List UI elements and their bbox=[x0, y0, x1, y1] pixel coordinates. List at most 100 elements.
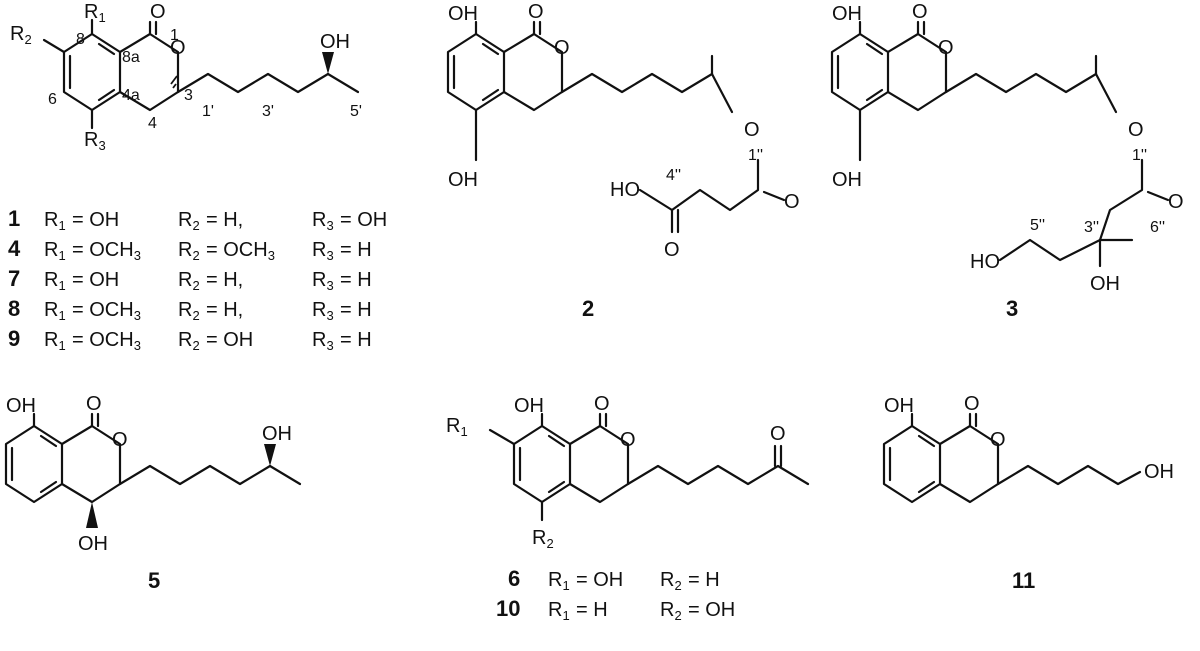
atom-r2: R2 bbox=[532, 527, 554, 551]
atom-oh: OH bbox=[448, 3, 478, 25]
structure-3: OH O O OH O O OH HO 1'' 3'' 5'' 6'' 3 bbox=[830, 1, 1184, 321]
table-row-r2-value: = OCH3 bbox=[206, 239, 275, 263]
atom-o: O bbox=[554, 37, 570, 59]
table-row-r1-value: = OH bbox=[72, 209, 119, 231]
locant-4: 4 bbox=[148, 115, 157, 132]
atom-o: O bbox=[990, 429, 1006, 451]
compound-number-4: 4 bbox=[8, 236, 21, 261]
table-row-r2-value: = OH bbox=[688, 599, 735, 621]
atom-oh: OH bbox=[6, 395, 36, 417]
compound-number-1: 1 bbox=[8, 206, 20, 231]
locant-4a: 4a bbox=[122, 87, 140, 104]
table-row-r2: R2 bbox=[660, 569, 682, 593]
table-row-r2: R2 bbox=[178, 209, 200, 233]
table-row-r3-value: = H bbox=[340, 299, 372, 321]
compound-number-6: 6 bbox=[508, 566, 520, 591]
locant-8: 8 bbox=[76, 31, 85, 48]
locant-6pp: 6'' bbox=[1150, 219, 1165, 236]
locant-1pp: 1'' bbox=[1132, 147, 1147, 164]
locant-3: 3 bbox=[184, 87, 193, 104]
table-row-r3-value: = H bbox=[340, 329, 372, 351]
compound-number-8: 8 bbox=[8, 296, 20, 321]
compound-number-5: 5 bbox=[148, 568, 160, 593]
locant-1p: 1' bbox=[202, 103, 214, 120]
atom-o: O bbox=[1168, 191, 1184, 213]
table-row-r2-value: = H, bbox=[206, 269, 243, 291]
compound-number-11: 11 bbox=[1012, 568, 1035, 593]
locant-4pp: 4'' bbox=[666, 167, 681, 184]
table-row-r3-value: = H bbox=[340, 239, 372, 261]
atom-r1: R1 bbox=[84, 1, 106, 25]
table-row-r3: R3 bbox=[312, 239, 334, 263]
compound-number-2: 2 bbox=[582, 296, 594, 321]
locant-5pp: 5'' bbox=[1030, 217, 1045, 234]
atom-ho: HO bbox=[970, 251, 1000, 273]
locant-3p: 3' bbox=[262, 103, 274, 120]
table-row-r1: R1 bbox=[44, 269, 66, 293]
atom-oh: OH bbox=[78, 533, 108, 555]
atom-ho: HO bbox=[610, 179, 640, 201]
locant-3pp: 3'' bbox=[1084, 219, 1099, 236]
table-row-r2: R2 bbox=[178, 239, 200, 263]
table-row-r1: R1 bbox=[44, 239, 66, 263]
table-row-r3: R3 bbox=[312, 329, 334, 353]
structure-11: OH O O OH 11 bbox=[882, 393, 1174, 593]
atom-oh: OH bbox=[884, 395, 914, 417]
structure-6-10-generic: OH O O O R1 R2 bbox=[446, 393, 810, 551]
atom-o: O bbox=[86, 393, 102, 415]
table-row-r3: R3 bbox=[312, 209, 334, 233]
structure-2: OH O O OH O O O HO 1'' 4'' 2 bbox=[446, 1, 800, 321]
locant-5p: 5' bbox=[350, 103, 362, 120]
atom-o: O bbox=[784, 191, 800, 213]
table-row-r1-value: = H bbox=[576, 599, 608, 621]
atom-o: O bbox=[912, 1, 928, 23]
atom-o: O bbox=[620, 429, 636, 451]
atom-oh: OH bbox=[514, 395, 544, 417]
table-row-r2-value: = H, bbox=[206, 209, 243, 231]
atom-o: O bbox=[1128, 119, 1144, 141]
atom-o: O bbox=[938, 37, 954, 59]
atom-o: O bbox=[528, 1, 544, 23]
table-row-r1-value: = OCH3 bbox=[72, 329, 141, 353]
table-row-r3-value: = H bbox=[340, 269, 372, 291]
atom-oh: OH bbox=[448, 169, 478, 191]
atom-o: O bbox=[964, 393, 980, 415]
atom-r3: R3 bbox=[84, 129, 106, 153]
locant-1pp: 1'' bbox=[748, 147, 763, 164]
table-row-r1: R1 bbox=[44, 209, 66, 233]
table-row-r1: R1 bbox=[548, 569, 570, 593]
table-row-r2-value: = H bbox=[688, 569, 720, 591]
compound-number-7: 7 bbox=[8, 266, 20, 291]
atom-o: O bbox=[170, 37, 186, 59]
atom-oh: OH bbox=[262, 423, 292, 445]
atom-r2: R2 bbox=[10, 23, 32, 47]
atom-oh: OH bbox=[320, 31, 350, 53]
atom-o: O bbox=[744, 119, 760, 141]
table-row-r3-value: = OH bbox=[340, 209, 387, 231]
table-row-r1: R1 bbox=[44, 299, 66, 323]
compound-number-3: 3 bbox=[1006, 296, 1018, 321]
atom-o: O bbox=[664, 239, 680, 261]
table-row-r1-value: = OCH3 bbox=[72, 299, 141, 323]
table-row-r1-value: = OCH3 bbox=[72, 239, 141, 263]
atom-oh: OH bbox=[832, 169, 862, 191]
locant-6: 6 bbox=[48, 91, 57, 108]
table-row-r2: R2 bbox=[660, 599, 682, 623]
table-row-r3: R3 bbox=[312, 269, 334, 293]
table-row-r2-value: = OH bbox=[206, 329, 253, 351]
table-row-r3: R3 bbox=[312, 299, 334, 323]
table-row-r1-value: = OH bbox=[576, 569, 623, 591]
atom-o: O bbox=[594, 393, 610, 415]
table-row-r1-value: = OH bbox=[72, 269, 119, 291]
atom-o: O bbox=[150, 1, 166, 23]
table-row-r2: R2 bbox=[178, 329, 200, 353]
compound-number-9: 9 bbox=[8, 326, 20, 351]
table-row-r1: R1 bbox=[548, 599, 570, 623]
table-row-r1: R1 bbox=[44, 329, 66, 353]
table-row-r2-value: = H, bbox=[206, 299, 243, 321]
locant-1: 1 bbox=[170, 27, 179, 44]
atom-oh: OH bbox=[1144, 461, 1174, 483]
